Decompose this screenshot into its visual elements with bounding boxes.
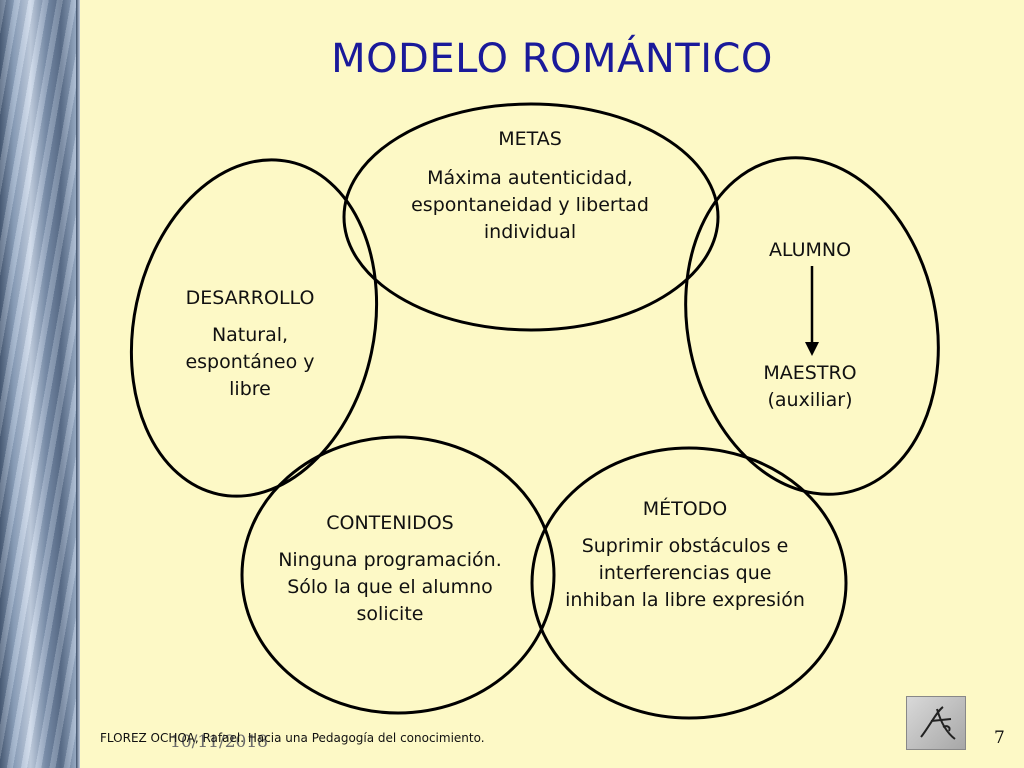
contenidos-block: CONTENIDOS Ninguna programación. Sólo la… xyxy=(260,510,520,628)
desarrollo-line-3: libre xyxy=(229,378,271,400)
contenidos-heading: CONTENIDOS xyxy=(326,512,454,534)
alumno-label: ALUMNO xyxy=(768,239,852,261)
contenidos-line-1: Ninguna programación. xyxy=(278,549,502,571)
contenidos-line-2: Sólo la que el alumno xyxy=(287,576,493,598)
maestro-label: MAESTRO xyxy=(763,362,857,384)
arrow-head xyxy=(805,342,819,356)
contenidos-ellipse xyxy=(240,435,556,715)
contenidos-line-3: solicite xyxy=(356,603,424,625)
desarrollo-line-2: espontáneo y xyxy=(185,351,315,373)
footer-date: 10/11/2018 xyxy=(170,732,268,752)
metas-block: METAS Máxima autenticidad, espontaneidad… xyxy=(380,126,680,246)
metas-ellipse xyxy=(342,102,720,332)
metodo-ellipse xyxy=(530,446,848,720)
decorative-side-bar xyxy=(0,0,76,768)
alumno-ellipse xyxy=(684,156,940,496)
metas-heading: METAS xyxy=(498,128,562,150)
page-number: 7 xyxy=(994,728,1005,748)
metas-line-2: espontaneidad y libertad xyxy=(411,194,649,216)
signature-icon xyxy=(920,706,956,740)
metas-line-3: individual xyxy=(483,221,577,243)
slide-title: MODELO ROMÁNTICO xyxy=(331,36,773,82)
desarrollo-line-1: Natural, xyxy=(211,324,289,346)
metodo-heading: MÉTODO xyxy=(642,498,728,520)
maestro-block: MAESTRO (auxiliar) xyxy=(730,360,890,414)
desarrollo-ellipse xyxy=(129,158,379,498)
metodo-line-3: inhiban la libre expresión xyxy=(565,589,805,611)
metodo-block: MÉTODO Suprimir obstáculos e interferenc… xyxy=(545,496,825,614)
metas-line-1: Máxima autenticidad, xyxy=(427,167,633,189)
metodo-line-1: Suprimir obstáculos e xyxy=(581,535,789,557)
desarrollo-block: DESARROLLO Natural, espontáneo y libre xyxy=(160,285,340,403)
side-bar-edge xyxy=(76,0,80,768)
desarrollo-heading: DESARROLLO xyxy=(185,287,315,309)
maestro-sublabel: (auxiliar) xyxy=(767,389,853,411)
author-logo xyxy=(906,696,966,750)
metodo-line-2: interferencias que xyxy=(598,562,772,584)
footer-citation: FLOREZ OCHOA, Rafael. Hacia una Pedagogí… xyxy=(100,731,485,745)
